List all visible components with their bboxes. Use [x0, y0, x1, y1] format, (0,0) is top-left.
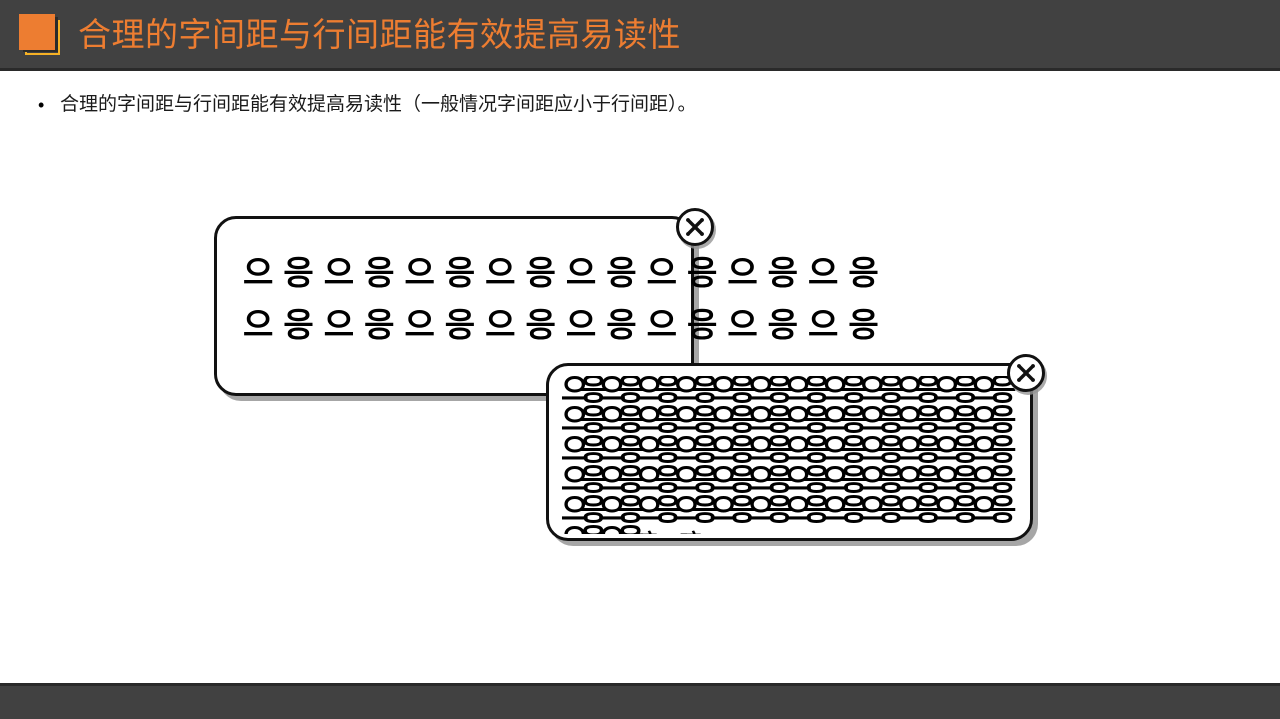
bottom-bar-overline	[0, 683, 1280, 686]
bubble-1-text: 으응으응으응으응으응으응으응으응 으응으응으응으응으응으응으응으응	[243, 247, 889, 351]
bubble-1-line-2: 으응으응으응으응으응으응으응으응	[243, 305, 889, 344]
bubble-1-line-1: 으응으응으응으응으응으응으응으응	[243, 253, 889, 292]
close-icon[interactable]	[1007, 354, 1045, 392]
slide-bottom-bar	[0, 686, 1280, 719]
slide-title-bar	[0, 0, 1280, 68]
bubble-2-text: 으응으응으응으응으응으응으응으응으응으응으응으응으응으응으응으응으응으응으응으응…	[561, 376, 1024, 534]
bullet-marker: •	[38, 95, 45, 115]
bullet-list-item: • 合理的字间距与行间距能有效提高易读性（一般情况字间距应小于行间距）。	[38, 90, 778, 120]
orange-square-icon	[16, 11, 64, 57]
bubble-2-cough-text: 咳…咳.	[635, 530, 707, 534]
speech-bubble-cramped-spacing: 으응으응으응으응으응으응으응으응으응으응으응으응으응으응으응으응으응으응으응으응…	[546, 363, 1033, 541]
close-x-glyph	[686, 218, 704, 236]
title-bar-underline	[0, 68, 1280, 71]
page-title: 合理的字间距与行间距能有效提高易读性	[78, 16, 681, 53]
bullet-text: 合理的字间距与行间距能有效提高易读性（一般情况字间距应小于行间距）。	[60, 94, 697, 115]
bubble-2-body: 으응으응으응으응으응으응으응으응으응으응으응으응으응으응으응으응으응으응으응으응…	[561, 376, 1016, 534]
body-text-block: • 合理的字间距与行间距能有效提高易读性（一般情况字间距应小于行间距）。	[38, 90, 778, 120]
close-x-glyph	[1017, 364, 1035, 382]
close-icon[interactable]	[676, 208, 714, 246]
square-fill-shape	[19, 14, 55, 50]
